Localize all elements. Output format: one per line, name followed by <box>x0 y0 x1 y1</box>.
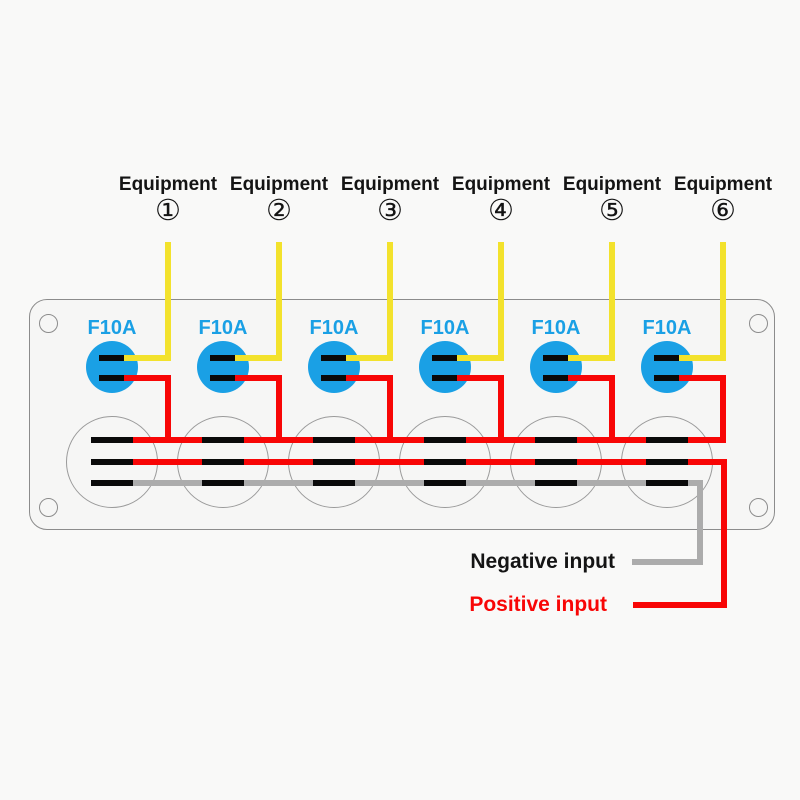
equipment-wire-horizontal <box>123 355 171 361</box>
fuse-terminal-top <box>210 355 235 361</box>
equipment-wire-vertical <box>165 242 171 361</box>
fuse-terminal-top <box>543 355 568 361</box>
equipment-number: ⑥ <box>710 195 736 227</box>
fuse-terminal-bottom <box>321 375 346 381</box>
equipment-number: ② <box>266 195 292 227</box>
fuse-body <box>86 341 138 393</box>
fuse-output-wire-vertical <box>498 375 504 443</box>
switch-terminal-top <box>202 437 244 443</box>
fuse-rating-label: F10A <box>198 317 248 339</box>
fuse-output-wire-horizontal <box>234 375 282 381</box>
switch-terminal-top <box>91 437 133 443</box>
positive-input-wire-vertical <box>721 459 727 608</box>
fuse-terminal-top <box>654 355 679 361</box>
equipment-wire-horizontal <box>234 355 282 361</box>
negative-bus <box>133 480 703 486</box>
fuse-terminal-bottom <box>654 375 679 381</box>
switch-terminal-top <box>646 437 688 443</box>
fuse-terminal-bottom <box>432 375 457 381</box>
equipment-name: Equipment <box>562 174 662 195</box>
equipment-wire-horizontal <box>567 355 615 361</box>
fuse-terminal-bottom <box>99 375 124 381</box>
equipment-number: ① <box>155 195 181 227</box>
fuse-output-wire-horizontal <box>678 375 726 381</box>
positive-input-wire-horizontal <box>633 602 727 608</box>
fuse-output-wire-horizontal <box>567 375 615 381</box>
fuse-output-wire-vertical <box>165 375 171 443</box>
equipment-wire-vertical <box>720 242 726 361</box>
equipment-name: Equipment <box>118 174 218 195</box>
switch-terminal-middle <box>313 459 355 465</box>
equipment-wire-horizontal <box>678 355 726 361</box>
fuse-output-wire-horizontal <box>345 375 393 381</box>
equipment-wire-horizontal <box>456 355 504 361</box>
fuse-body <box>197 341 249 393</box>
fuse-body <box>641 341 693 393</box>
fuse-terminal-bottom <box>543 375 568 381</box>
switch-terminal-middle <box>202 459 244 465</box>
fuse-output-wire-vertical <box>609 375 615 443</box>
fuse-output-wire-vertical <box>720 375 726 443</box>
switch-terminal-top <box>535 437 577 443</box>
switch-terminal-bottom <box>202 480 244 486</box>
switch-terminal-middle <box>91 459 133 465</box>
equipment-number: ④ <box>488 195 514 227</box>
switch-terminal-middle <box>646 459 688 465</box>
equipment-name: Equipment <box>229 174 329 195</box>
fuse-terminal-top <box>321 355 346 361</box>
fuse-body <box>308 341 360 393</box>
equipment-wire-vertical <box>387 242 393 361</box>
switch-terminal-middle <box>424 459 466 465</box>
fuse-rating-label: F10A <box>642 317 692 339</box>
switch-terminal-top <box>424 437 466 443</box>
fuse-output-wire-horizontal <box>123 375 171 381</box>
fuse-output-wire-vertical <box>276 375 282 443</box>
fuse-terminal-bottom <box>210 375 235 381</box>
screw-hole-top-left <box>39 314 58 333</box>
equipment-number: ⑤ <box>599 195 625 227</box>
negative-input-wire-vertical <box>697 480 703 565</box>
fuse-rating-label: F10A <box>309 317 359 339</box>
negative-input-wire-horizontal <box>632 559 703 565</box>
switch-terminal-bottom <box>646 480 688 486</box>
switch-terminal-bottom <box>91 480 133 486</box>
fuse-terminal-top <box>432 355 457 361</box>
fuse-rating-label: F10A <box>531 317 581 339</box>
fuse-body <box>419 341 471 393</box>
switch-terminal-bottom <box>424 480 466 486</box>
switch-terminal-top <box>313 437 355 443</box>
positive-input-label: Positive input <box>469 593 607 616</box>
equipment-number: ③ <box>377 195 403 227</box>
equipment-wire-vertical <box>498 242 504 361</box>
fuse-body <box>530 341 582 393</box>
switch-terminal-bottom <box>535 480 577 486</box>
switch-terminal-middle <box>535 459 577 465</box>
fuse-output-wire-horizontal <box>456 375 504 381</box>
screw-hole-top-right <box>749 314 768 333</box>
equipment-name: Equipment <box>673 174 773 195</box>
fuse-output-wire-vertical <box>387 375 393 443</box>
negative-input-label: Negative input <box>470 550 615 573</box>
fuse-rating-label: F10A <box>420 317 470 339</box>
equipment-wire-horizontal <box>345 355 393 361</box>
fuse-rating-label: F10A <box>87 317 137 339</box>
equipment-name: Equipment <box>451 174 551 195</box>
equipment-wire-vertical <box>609 242 615 361</box>
screw-hole-bottom-left <box>39 498 58 517</box>
equipment-name: Equipment <box>340 174 440 195</box>
switch-terminal-bottom <box>313 480 355 486</box>
screw-hole-bottom-right <box>749 498 768 517</box>
fuse-terminal-top <box>99 355 124 361</box>
equipment-wire-vertical <box>276 242 282 361</box>
